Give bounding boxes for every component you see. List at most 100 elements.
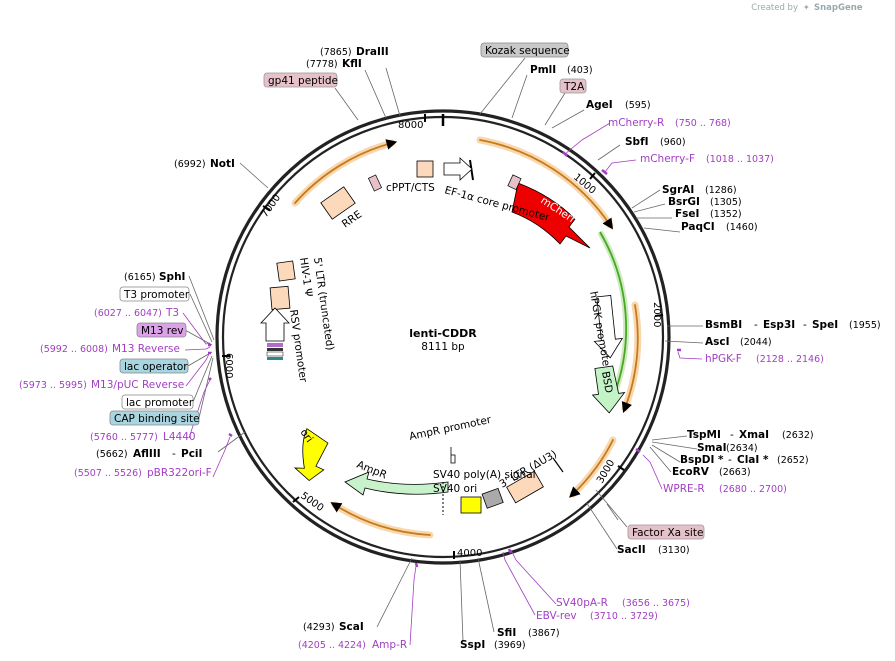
factor-xa-site-label[interactable]: Factor Xa site [627, 524, 705, 540]
primer-lines [182, 122, 703, 646]
svg-text:(2634): (2634) [726, 443, 758, 454]
enzyme-draiii[interactable]: (7865)DraIII [320, 46, 389, 58]
enzyme-smai[interactable]: SmaI(2634) [697, 442, 758, 454]
svg-text:EBV-rev: EBV-rev [536, 610, 577, 622]
svg-text:hPGK-F: hPGK-F [705, 353, 742, 365]
svg-text:AgeI: AgeI [586, 99, 613, 111]
lac-operator-label[interactable]: lac operator [119, 358, 189, 374]
svg-text:2000: 2000 [651, 302, 662, 327]
svg-text:BspDI *: BspDI * [680, 454, 724, 466]
lac-promoter-label[interactable]: lac promoter [121, 394, 194, 410]
lac-region-marks [266, 343, 284, 360]
svg-text:Created by: Created by [751, 3, 798, 13]
enzyme-sfii[interactable]: SfiI(3867) [497, 627, 560, 639]
primer-amp-r[interactable]: (4205 .. 4224)Amp-R [298, 639, 407, 651]
enzyme-tspmi[interactable]: TspMI - XmaI (2632) [687, 429, 814, 441]
svg-text:4000: 4000 [457, 548, 482, 559]
svg-text:(3656 .. 3675): (3656 .. 3675) [622, 598, 690, 609]
svg-text:mCherry-F: mCherry-F [640, 153, 695, 165]
bsd-label: BSD [599, 370, 615, 394]
enzyme-bsmbi[interactable]: BsmBI - Esp3I - SpeI (1955) [705, 319, 881, 331]
svg-text:-: - [803, 319, 807, 331]
enzyme-kfli[interactable]: (7778)KflI [306, 58, 362, 70]
svg-text:(5507 .. 5526): (5507 .. 5526) [74, 468, 142, 479]
enzyme-sphi[interactable]: (6165)SphI [124, 271, 185, 283]
enzyme-bsrgi[interactable]: BsrGI(1305) [668, 196, 742, 208]
svg-text:PciI: PciI [181, 448, 202, 460]
t2a-marker [507, 174, 522, 191]
backbone-outer-ring [215, 109, 671, 565]
ef1a-arrow [443, 157, 473, 181]
primer-pbr322ori-f[interactable]: (5507 .. 5526)pBR322ori-F [74, 467, 212, 479]
enzyme-sacii[interactable]: SacII(3130) [617, 544, 690, 556]
svg-text:(750 .. 768): (750 .. 768) [675, 118, 731, 129]
ori-arrow [293, 428, 329, 482]
svg-text:CAP binding site: CAP binding site [114, 413, 200, 425]
svg-text:(4293): (4293) [303, 622, 335, 633]
primer-ring-marks [208, 151, 681, 568]
svg-text:BsrGI: BsrGI [668, 196, 700, 208]
svg-text:SnapGene: SnapGene [814, 3, 863, 13]
svg-text:XmaI: XmaI [739, 429, 769, 441]
primer-hpgk-f[interactable]: hPGK-F(2128 .. 2146) [705, 353, 824, 365]
t3-promoter-label[interactable]: T3 promoter [119, 286, 190, 302]
enzyme-paqci[interactable]: PaqCI(1460) [681, 221, 758, 233]
t2a-label[interactable]: T2A [559, 78, 587, 94]
gp41-peptide-label[interactable]: gp41 peptide [263, 72, 338, 88]
svg-text:(2044): (2044) [740, 337, 772, 348]
primer-m13puc-rev[interactable]: (5973 .. 5995)M13/pUC Reverse [19, 379, 184, 391]
boxed-labels: Kozak sequence gp41 peptide T2A T3 promo… [109, 42, 705, 540]
primer-t3[interactable]: (6027 .. 6047)T3 [94, 307, 179, 319]
enzyme-sspi[interactable]: SspI(3969) [460, 639, 526, 651]
cap-binding-site-label[interactable]: CAP binding site [109, 410, 200, 426]
svg-text:(6992): (6992) [174, 159, 206, 170]
bsd-arrow [591, 365, 626, 414]
enzyme-labels: (7865)DraIII (7778)KflI (6992)NotI PmlI(… [96, 46, 881, 651]
primer-wpre-r[interactable]: WPRE-R(2680 .. 2700) [663, 483, 787, 495]
primer-labels: mCherry-R(750 .. 768) mCherry-F(1018 .. … [19, 117, 824, 651]
svg-text:-: - [754, 319, 758, 331]
svg-text:(960): (960) [660, 137, 686, 148]
kozak-sequence-label[interactable]: Kozak sequence [480, 42, 570, 58]
mcherry-arrow [511, 182, 591, 249]
primer-sv40pa-r[interactable]: SV40pA-R(3656 .. 3675) [556, 597, 690, 609]
primer-mcherry-f[interactable]: mCherry-F(1018 .. 1037) [640, 153, 774, 165]
rsv-promoter-arrow [260, 307, 290, 342]
svg-text:BsmBI: BsmBI [705, 319, 742, 331]
svg-text:(595): (595) [625, 100, 651, 111]
svg-text:T3: T3 [165, 307, 179, 319]
svg-text:lac operator: lac operator [124, 361, 188, 373]
enzyme-pmli[interactable]: PmlI(403) [530, 64, 593, 76]
enzyme-agei[interactable]: AgeI (595) [586, 99, 651, 111]
svg-text:SbfI: SbfI [625, 136, 649, 148]
enzyme-aflIII[interactable]: (5662) AflIII - PciI [96, 448, 202, 460]
svg-text:KflI: KflI [342, 58, 362, 70]
svg-text:-: - [728, 454, 732, 466]
enzyme-bspdi[interactable]: BspDI * - ClaI * (2652) [680, 454, 809, 466]
svg-text:(5760 .. 5777): (5760 .. 5777) [90, 432, 158, 443]
svg-text:Factor Xa site: Factor Xa site [632, 527, 703, 539]
primer-mcherry-r[interactable]: mCherry-R(750 .. 768) [608, 117, 731, 129]
svg-text:Kozak sequence: Kozak sequence [485, 45, 570, 57]
primer-m13-reverse[interactable]: (5992 .. 6008)M13 Reverse [40, 343, 180, 355]
svg-text:lac promoter: lac promoter [126, 397, 194, 409]
gp41-marker [367, 174, 383, 192]
m13-rev-label[interactable]: M13 rev [136, 322, 187, 338]
enzyme-fsei[interactable]: FseI(1352) [675, 208, 742, 220]
svg-text:M13/pUC Reverse: M13/pUC Reverse [91, 379, 184, 391]
primer-l4440[interactable]: (5760 .. 5777)L4440 [90, 431, 196, 443]
sv40-polya-label: SV40 poly(A) signal [433, 469, 536, 481]
svg-text:(4205 .. 4224): (4205 .. 4224) [298, 640, 366, 651]
sv40-ori-box [460, 496, 482, 514]
svg-text:gp41 peptide: gp41 peptide [268, 75, 338, 87]
enzyme-scai[interactable]: (4293)ScaI [303, 621, 364, 633]
enzyme-ecorv[interactable]: EcoRV(2663) [672, 466, 751, 478]
enzyme-asci[interactable]: AscI(2044) [705, 336, 772, 348]
ltr3-box [506, 470, 544, 504]
enzyme-sgrai[interactable]: SgrAI(1286) [662, 184, 737, 196]
enzyme-noti[interactable]: (6992)NotI [174, 158, 235, 170]
primer-ebv-rev[interactable]: EBV-rev(3710 .. 3729) [536, 610, 658, 622]
enzyme-sbfi[interactable]: SbfI (960) [625, 136, 686, 148]
cppt-label: cPPT/CTS [386, 182, 435, 194]
svg-text:M13 rev: M13 rev [141, 325, 184, 337]
